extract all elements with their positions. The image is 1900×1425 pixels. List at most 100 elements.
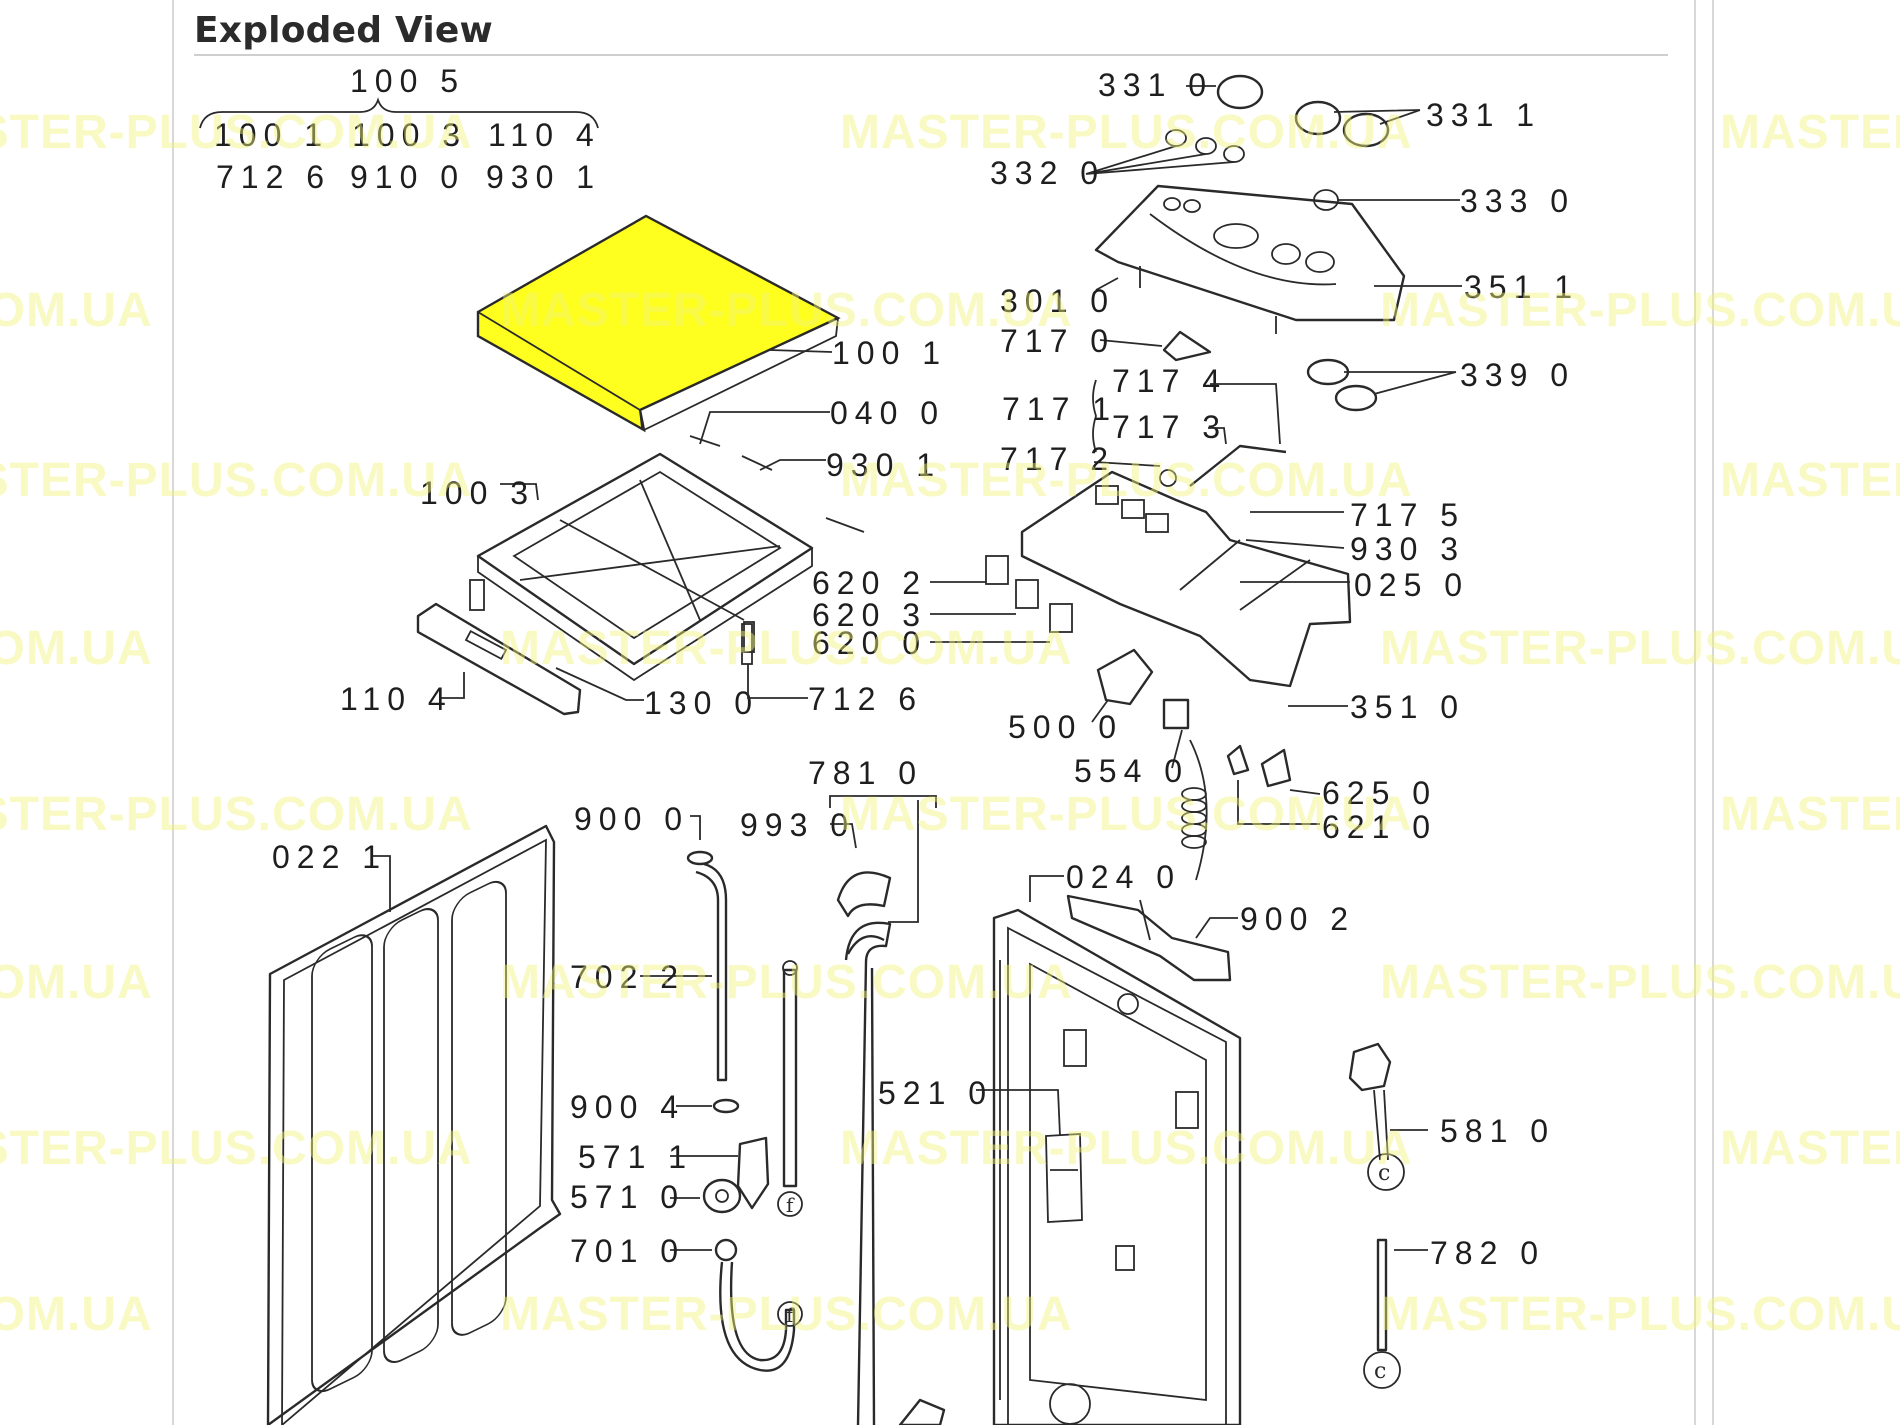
part-label-717-1: 717 1: [1002, 391, 1117, 427]
part-label-581-0: 581 0: [1440, 1113, 1555, 1149]
leader-900-2: [1195, 917, 1238, 939]
part-label-781-0: 781 0: [808, 755, 923, 791]
legend-top-code: 100 5: [350, 63, 465, 99]
legend-code: 910 0: [350, 159, 465, 195]
part-label-701-0: 701 0: [570, 1233, 685, 1269]
top-bracket-part[interactable]: [1066, 894, 1232, 982]
part-label-100-1: 100 1: [832, 335, 947, 371]
front-trim-part[interactable]: [416, 602, 582, 716]
leader-110-4: [440, 672, 465, 699]
part-label-351-1: 351 1: [1464, 269, 1579, 305]
part-label-301-0: 301 0: [1000, 283, 1115, 319]
leader-332-0: [1085, 145, 1235, 175]
drain-pump-part[interactable]: [702, 1136, 770, 1214]
pump-motor-part[interactable]: [1096, 648, 1154, 706]
legend-group: 100 5 100 1 100 3 110 4 712 6 910 0 930 …: [199, 63, 601, 195]
watermark-text: MASTER-PLUS.COM.UA: [1380, 284, 1900, 337]
part-label-620-3: 620 3: [812, 597, 927, 633]
leader-717-2: [1093, 461, 1161, 467]
leader-301-0: [1095, 277, 1119, 291]
watermark-text: MASTER-PLUS.COM.UA: [500, 1288, 1073, 1341]
rear-panel-part[interactable]: [992, 908, 1242, 1425]
brace-717: [1092, 379, 1097, 453]
part-label-900-2: 900 2: [1240, 901, 1355, 937]
part-label-024-0: 024 0: [1066, 859, 1181, 895]
leader-024-0: [1029, 875, 1064, 902]
callout-f: [777, 1191, 803, 1217]
overflow-tube-part[interactable]: [782, 960, 798, 1188]
watermark-text: MASTER-PLUS.COM.UA: [1380, 956, 1900, 1009]
control-panel-part[interactable]: [1094, 184, 1406, 334]
sensor-parts[interactable]: [1226, 744, 1292, 788]
part-label-100-3: 100 3: [420, 475, 535, 511]
part-label-717-3: 717 3: [1112, 409, 1227, 445]
watermark-text: MASTER-PLUS.COM.UA: [0, 956, 153, 1009]
left-frame-border: [172, 0, 174, 1425]
legend-code: 100 1: [214, 117, 329, 153]
leader-993-0: [830, 823, 857, 849]
side-panel-part[interactable]: [266, 824, 562, 1425]
watermark-layer: MASTER-PLUS.COM.UA MASTER-PLUS.COM.UA MAST…: [0, 106, 1900, 1341]
leader-022-1: [372, 855, 391, 912]
callout-f-lower: [777, 1301, 803, 1327]
watermark-text: MASTER-PLUS.COM.UA: [0, 1122, 473, 1175]
rod-assembly-part[interactable]: [1159, 444, 1287, 487]
part-label-717-0: 717 0: [1000, 323, 1115, 359]
leader-339-0: [1344, 371, 1457, 395]
inlet-hose-part[interactable]: [714, 1238, 796, 1372]
leader-621-0: [1237, 780, 1320, 825]
callout-c-mark: c: [1378, 1161, 1390, 1186]
leader-717-0: [1099, 339, 1163, 347]
leader-130-0: [555, 667, 644, 701]
watermark-text: MASTER-PLUS.COM.UA: [0, 284, 153, 337]
part-label-900-4: 900 4: [570, 1089, 685, 1125]
base-frame-part[interactable]: [469, 435, 865, 682]
part-label-022-1: 022 1: [272, 839, 387, 875]
watermark-text: MASTER-PLUS.COM.UA: [1380, 1288, 1900, 1341]
part-label-620-2: 620 2: [812, 565, 927, 601]
part-label-351-0: 351 0: [1350, 689, 1465, 725]
part-label-571-1: 571 1: [578, 1139, 693, 1175]
part-label-702-2: 702 2: [570, 959, 685, 995]
part-label-625-0: 625 0: [1322, 775, 1437, 811]
right-frame-border-outer: [1712, 0, 1714, 1425]
watermark-text: MASTER-PLUS.COM.UA: [500, 622, 1073, 675]
callout-c: [1367, 1153, 1405, 1191]
watermark-text: MASTER-PLUS.COM.UA: [1720, 788, 1900, 841]
leader-717-3: [1208, 427, 1227, 445]
page-title: Exploded View: [194, 10, 493, 51]
leader-781-0: [888, 800, 919, 923]
watermark-text: MASTER-PLUS.COM.UA: [1380, 622, 1900, 675]
bracket-781-0: [829, 795, 937, 808]
spring-part[interactable]: [1181, 787, 1207, 849]
cable-part[interactable]: [1376, 1238, 1388, 1352]
part-label-521-0: 521 0: [878, 1075, 993, 1111]
top-lid-part[interactable]: [476, 214, 841, 433]
watermark-text: MASTER-PLUS.COM.UA: [1720, 1122, 1900, 1175]
dispenser-housing-part[interactable]: [1020, 470, 1352, 688]
leader-930-1: [759, 459, 826, 471]
part-label-717-4: 717 4: [1112, 363, 1227, 399]
leader-717-4: [1210, 383, 1281, 445]
watermark-text: MASTER-PLUS.COM.UA: [500, 956, 1073, 1009]
clamp-part[interactable]: [712, 1098, 740, 1114]
power-cord-part[interactable]: [1348, 1042, 1392, 1161]
fill-hose-part[interactable]: [686, 850, 728, 1082]
part-label-930-3: 930 3: [1350, 531, 1465, 567]
clip-parts[interactable]: [985, 555, 1073, 633]
part-label-333-0: 333 0: [1460, 183, 1575, 219]
drain-hose-part[interactable]: [836, 871, 892, 1425]
watermark-text: MASTER-PLUS.COM.UA: [500, 284, 1073, 337]
part-label-620-0: 620 0: [812, 625, 927, 661]
watermark-text: MASTER-PLUS.COM.UA: [840, 788, 1413, 841]
watermark-text: MASTER-PLUS.COM.UA: [840, 106, 1413, 159]
bottom-fitting-part[interactable]: [898, 1398, 946, 1425]
leader-500-0: [1091, 699, 1109, 723]
callout-c-lower: [1363, 1351, 1401, 1389]
leader-930-3: [1245, 539, 1345, 549]
part-label-717-2: 717 2: [1000, 441, 1115, 477]
watermark-text: MASTER-PLUS.COM.UA: [0, 622, 153, 675]
part-label-900-0: 900 0: [574, 801, 689, 837]
legend-code: 930 1: [486, 159, 601, 195]
